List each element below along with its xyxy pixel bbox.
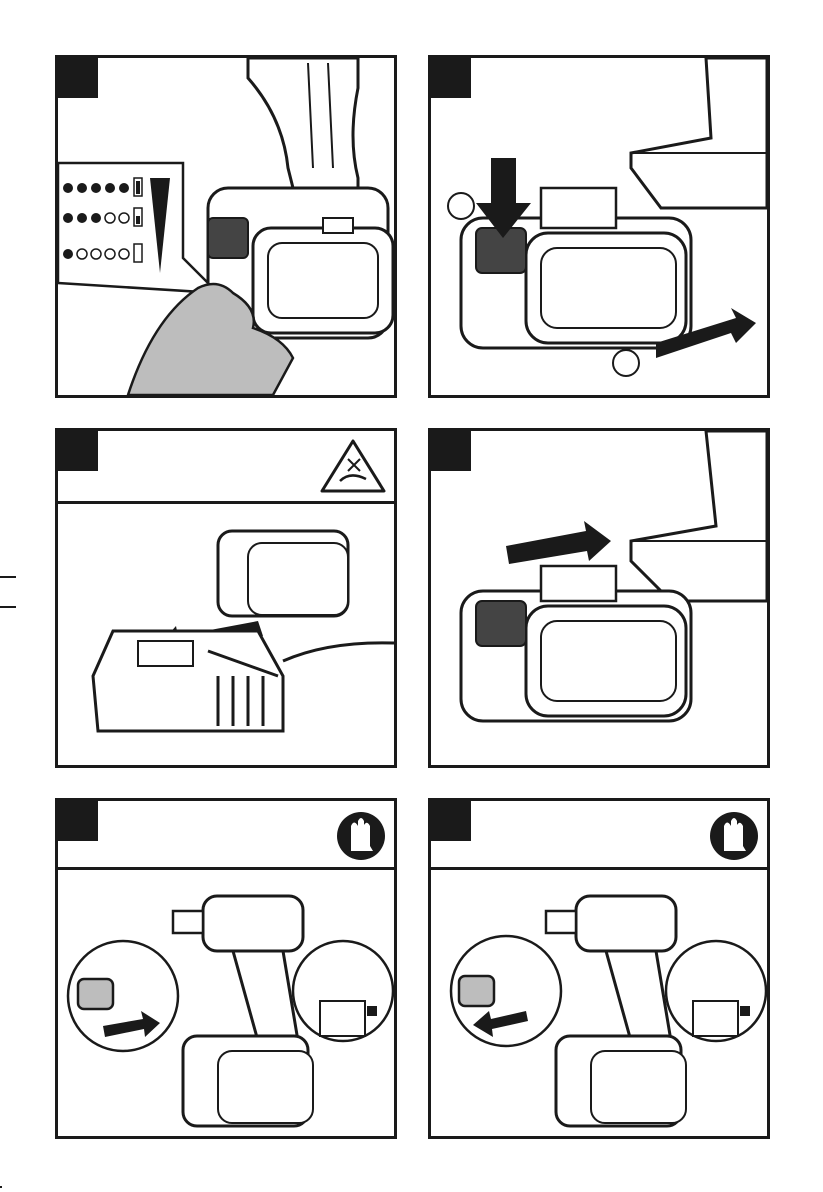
power-cord xyxy=(283,643,394,661)
fuel-gauge-illustration xyxy=(58,58,394,395)
no-damaged-cord-icon xyxy=(322,441,384,491)
panel-1-fuel-gauge xyxy=(55,55,397,398)
charging-illustration xyxy=(58,431,394,765)
panel-3-charging xyxy=(55,428,397,768)
panel-2-battery-removal xyxy=(428,55,770,398)
socket-remove-illustration xyxy=(431,801,767,1136)
wear-gloves-icon xyxy=(710,812,758,860)
socket-icon xyxy=(459,976,494,1006)
panel-6-socket-remove xyxy=(428,798,770,1139)
margin-mark xyxy=(0,1186,2,1188)
step-marker-circle xyxy=(613,350,639,376)
panel-5-socket-attach xyxy=(55,798,397,1139)
margin-mark xyxy=(0,606,16,608)
socket-attach-illustration xyxy=(58,801,394,1136)
wear-gloves-icon xyxy=(337,812,385,860)
socket-icon xyxy=(78,979,113,1009)
lock-icon xyxy=(367,1006,377,1016)
lock-icon xyxy=(740,1006,750,1016)
battery-removal-illustration xyxy=(431,58,767,395)
panel-4-battery-insertion xyxy=(428,428,770,768)
slide-in-arrow-icon xyxy=(506,521,611,564)
step-marker-circle xyxy=(448,193,474,219)
battery-insertion-illustration xyxy=(431,431,767,765)
margin-mark xyxy=(0,576,16,578)
